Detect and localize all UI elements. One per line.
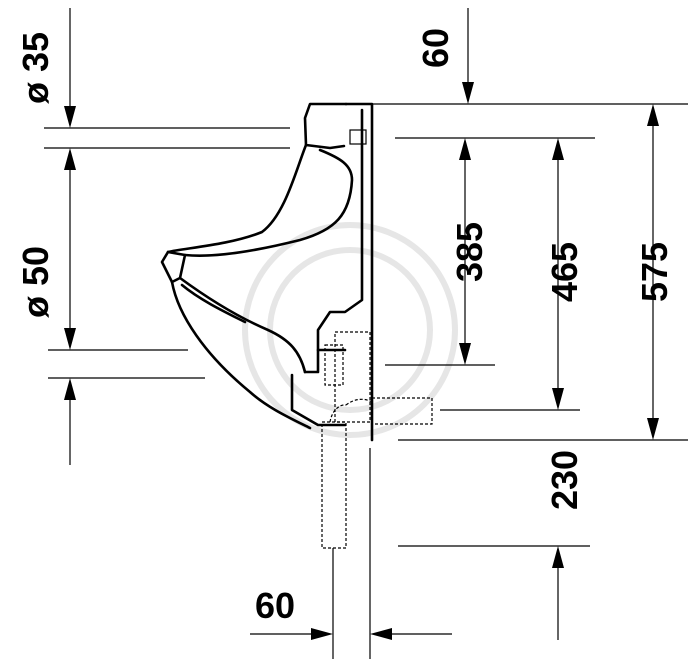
urinal-body bbox=[160, 102, 374, 442]
label-575: 575 bbox=[634, 242, 675, 302]
dimension-385: 385 bbox=[385, 137, 595, 366]
dimension-diameter-35: ø 35 bbox=[15, 8, 290, 228]
watermark bbox=[242, 222, 458, 438]
label-230: 230 bbox=[544, 450, 585, 510]
dimension-575: 575 bbox=[590, 104, 688, 441]
pipework bbox=[321, 331, 433, 549]
dimension-top-60: 60 bbox=[348, 8, 688, 105]
dimension-230: 230 bbox=[398, 439, 590, 640]
dimension-diameter-50: ø 50 bbox=[15, 228, 205, 465]
label-diameter-35: ø 35 bbox=[15, 32, 56, 104]
label-bottom-60: 60 bbox=[255, 585, 295, 626]
label-465: 465 bbox=[544, 242, 585, 302]
dimension-465: 465 bbox=[440, 138, 585, 411]
label-top-60: 60 bbox=[415, 28, 456, 68]
label-385: 385 bbox=[449, 222, 490, 282]
dimension-bottom-60: 60 bbox=[250, 448, 452, 659]
label-diameter-50: ø 50 bbox=[15, 246, 56, 318]
